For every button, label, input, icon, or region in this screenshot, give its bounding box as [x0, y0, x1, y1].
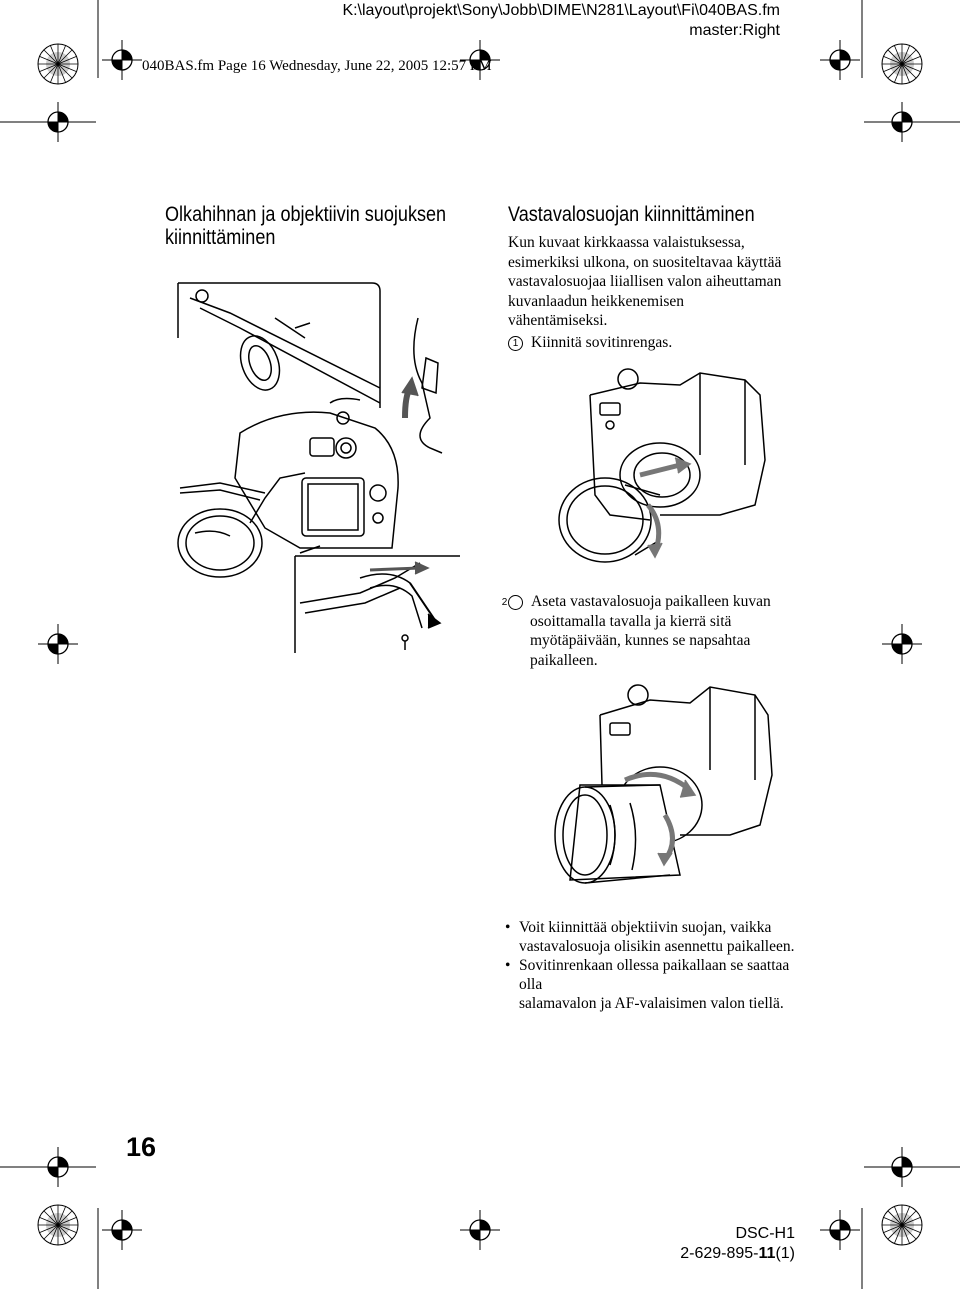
step-1-text: Kiinnitä sovitinrengas. — [531, 334, 673, 351]
master-page-label: master:Right — [689, 22, 780, 39]
strap-attachment-illustration — [177, 282, 460, 653]
note-line: Voit kiinnittää objektiivin suojan, vaik… — [519, 919, 772, 936]
step-2-line: myötäpäivään, kunnes se napsahtaa — [530, 632, 751, 649]
note-bullet: • — [505, 919, 511, 936]
intro-line: vähentämiseksi. — [508, 312, 608, 329]
notes-list: • Voit kiinnittää objektiivin suojan, va… — [505, 918, 815, 1013]
part-number-suffix: (1) — [775, 1245, 795, 1262]
step-2-number: 2 — [502, 595, 523, 610]
lens-hood-heading: Vastavalosuojan kiinnittäminen — [508, 203, 755, 226]
intro-line: vastavalosuojaa liiallisen valon aiheutt… — [508, 273, 782, 290]
strap-heading-line1: Olkahihnan ja objektiivin suojuksen — [165, 203, 447, 226]
step-2-line: osoittamalla tavalla ja kierrä sitä — [530, 612, 732, 630]
note-line: Sovitinrenkaan ollessa paikallaan se saa… — [519, 957, 790, 993]
step-2-line: Aseta vastavalosuoja paikalleen kuvan — [531, 593, 771, 610]
note-line: vastavalosuoja olisikin asennettu paikal… — [519, 938, 795, 955]
adaptor-ring-illustration — [558, 368, 766, 563]
part-number-bold: 11 — [758, 1245, 776, 1262]
step-2-line: paikalleen. — [530, 651, 598, 669]
step-2: 2 Aseta vastavalosuoja paikalleen kuvan o… — [502, 592, 798, 670]
step-1: 1 Kiinnitä sovitinrengas. — [508, 333, 672, 353]
intro-line: kuvanlaadun heikkenemisen — [508, 292, 685, 310]
file-path-header: K:\layout\projekt\Sony\Jobb\DIME\N281\La… — [342, 2, 780, 19]
intro-line: Kun kuvaat kirkkaassa valaistuksessa, — [508, 234, 745, 251]
page-number: 16 — [126, 1132, 157, 1162]
lens-hood-illustration — [554, 684, 773, 884]
part-number-prefix: 2-629-895- — [680, 1245, 759, 1262]
note-bullet: • — [505, 957, 511, 974]
note-item: • Sovitinrenkaan ollessa paikallaan se s… — [505, 956, 815, 1013]
model-name: DSC-H1 — [735, 1225, 795, 1242]
part-number: 2-629-895-11(1) — [680, 1245, 795, 1263]
note-line: salamavalon ja AF-valaisimen valon tiell… — [519, 995, 784, 1012]
strap-heading-line2: kiinnittäminen — [165, 226, 276, 249]
strap-section-heading: Olkahihnan ja objektiivin suojuksen kiin… — [165, 203, 446, 249]
note-item: • Voit kiinnittää objektiivin suojan, va… — [505, 918, 815, 956]
lens-hood-intro: Kun kuvaat kirkkaassa valaistuksessa, es… — [508, 233, 808, 331]
intro-line: esimerkiksi ulkona, on suositeltavaa käy… — [508, 253, 782, 271]
step-1-number: 1 — [508, 336, 523, 351]
page-info-header: 040BAS.fm Page 16 Wednesday, June 22, 20… — [142, 58, 492, 74]
